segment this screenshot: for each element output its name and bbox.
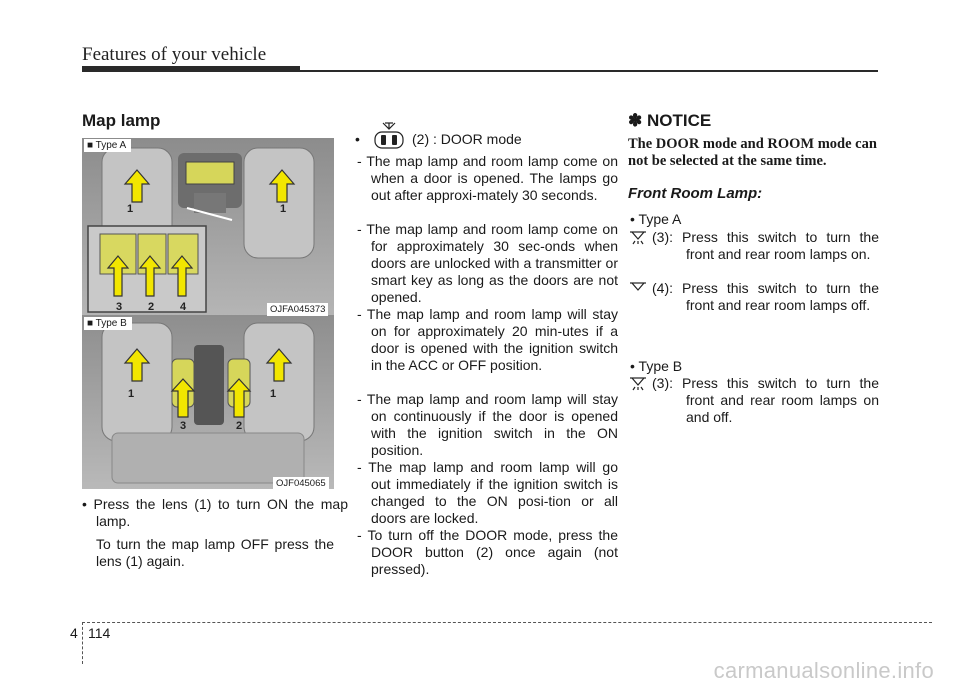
callout-3: 3 [116,301,122,313]
map-lamp-bullet: • Press the lens (1) to turn ON the map … [82,496,348,529]
door-lamp-icon [374,122,404,149]
type-a-switch-4: (4): Press this switch to turn the front… [652,280,879,313]
front-room-lamp-title: Front Room Lamp: [628,185,763,202]
callout-1: 1 [270,388,276,400]
room-lamp-icon [630,377,646,391]
bullet-dot: • [355,131,360,147]
type-a-switch-3: (3): Press this switch to turn the front… [652,229,879,262]
watermark: carmanualsonline.info [713,658,934,683]
image-code-a: OJFA045373 [267,303,329,316]
footer-divider [82,622,83,664]
map-lamp-photo-type-b: 1 1 3 2 [82,315,334,489]
footer-rule [82,622,932,623]
callout-1: 1 [128,388,134,400]
door-mode-item: - The map lamp and room lamp will stay o… [357,391,618,458]
room-lamp-on-icon [630,231,646,245]
type-b-tag: ■ Type B [84,317,132,330]
header-bar [82,66,300,72]
notice-text: The DOOR mode and ROOM mode can not be s… [628,136,877,169]
type-b-label: • Type B [630,358,683,374]
type-a-tag: ■ Type A [84,139,132,152]
callout-1: 1 [127,203,133,215]
header-rule [300,70,878,72]
page-header-title: Features of your vehicle [82,44,267,65]
map-lamp-photo-type-a: 1 1 3 2 4 [82,138,334,316]
door-mode-item: - The map lamp and room lamp will stay o… [357,306,618,373]
callout-3: 3 [180,420,186,432]
callout-2: 2 [236,420,242,432]
door-mode-label: (2) : DOOR mode [412,131,522,147]
callout-1: 1 [280,203,286,215]
type-a-label: • Type A [630,211,682,227]
image-code-b: OJF045065 [273,477,329,490]
notice-title: ✽ NOTICE [628,111,712,130]
door-mode-item: - The map lamp and room lamp come on for… [357,221,618,305]
section-title: Map lamp [82,111,161,130]
door-mode-item: - To turn off the DOOR mode, press the D… [357,527,618,577]
type-b-switch-3: (3): Press this switch to turn the front… [652,375,879,425]
page-number: 114 [88,625,111,641]
callout-4: 4 [180,301,187,313]
door-mode-item: - The map lamp and room lamp will go out… [357,459,618,526]
chapter-number: 4 [70,625,78,641]
callout-2: 2 [148,301,154,313]
door-mode-item: - The map lamp and room lamp come on whe… [357,153,618,203]
map-lamp-bullet-cont: To turn the map lamp OFF press the lens … [96,536,334,569]
room-lamp-off-icon [630,282,646,291]
